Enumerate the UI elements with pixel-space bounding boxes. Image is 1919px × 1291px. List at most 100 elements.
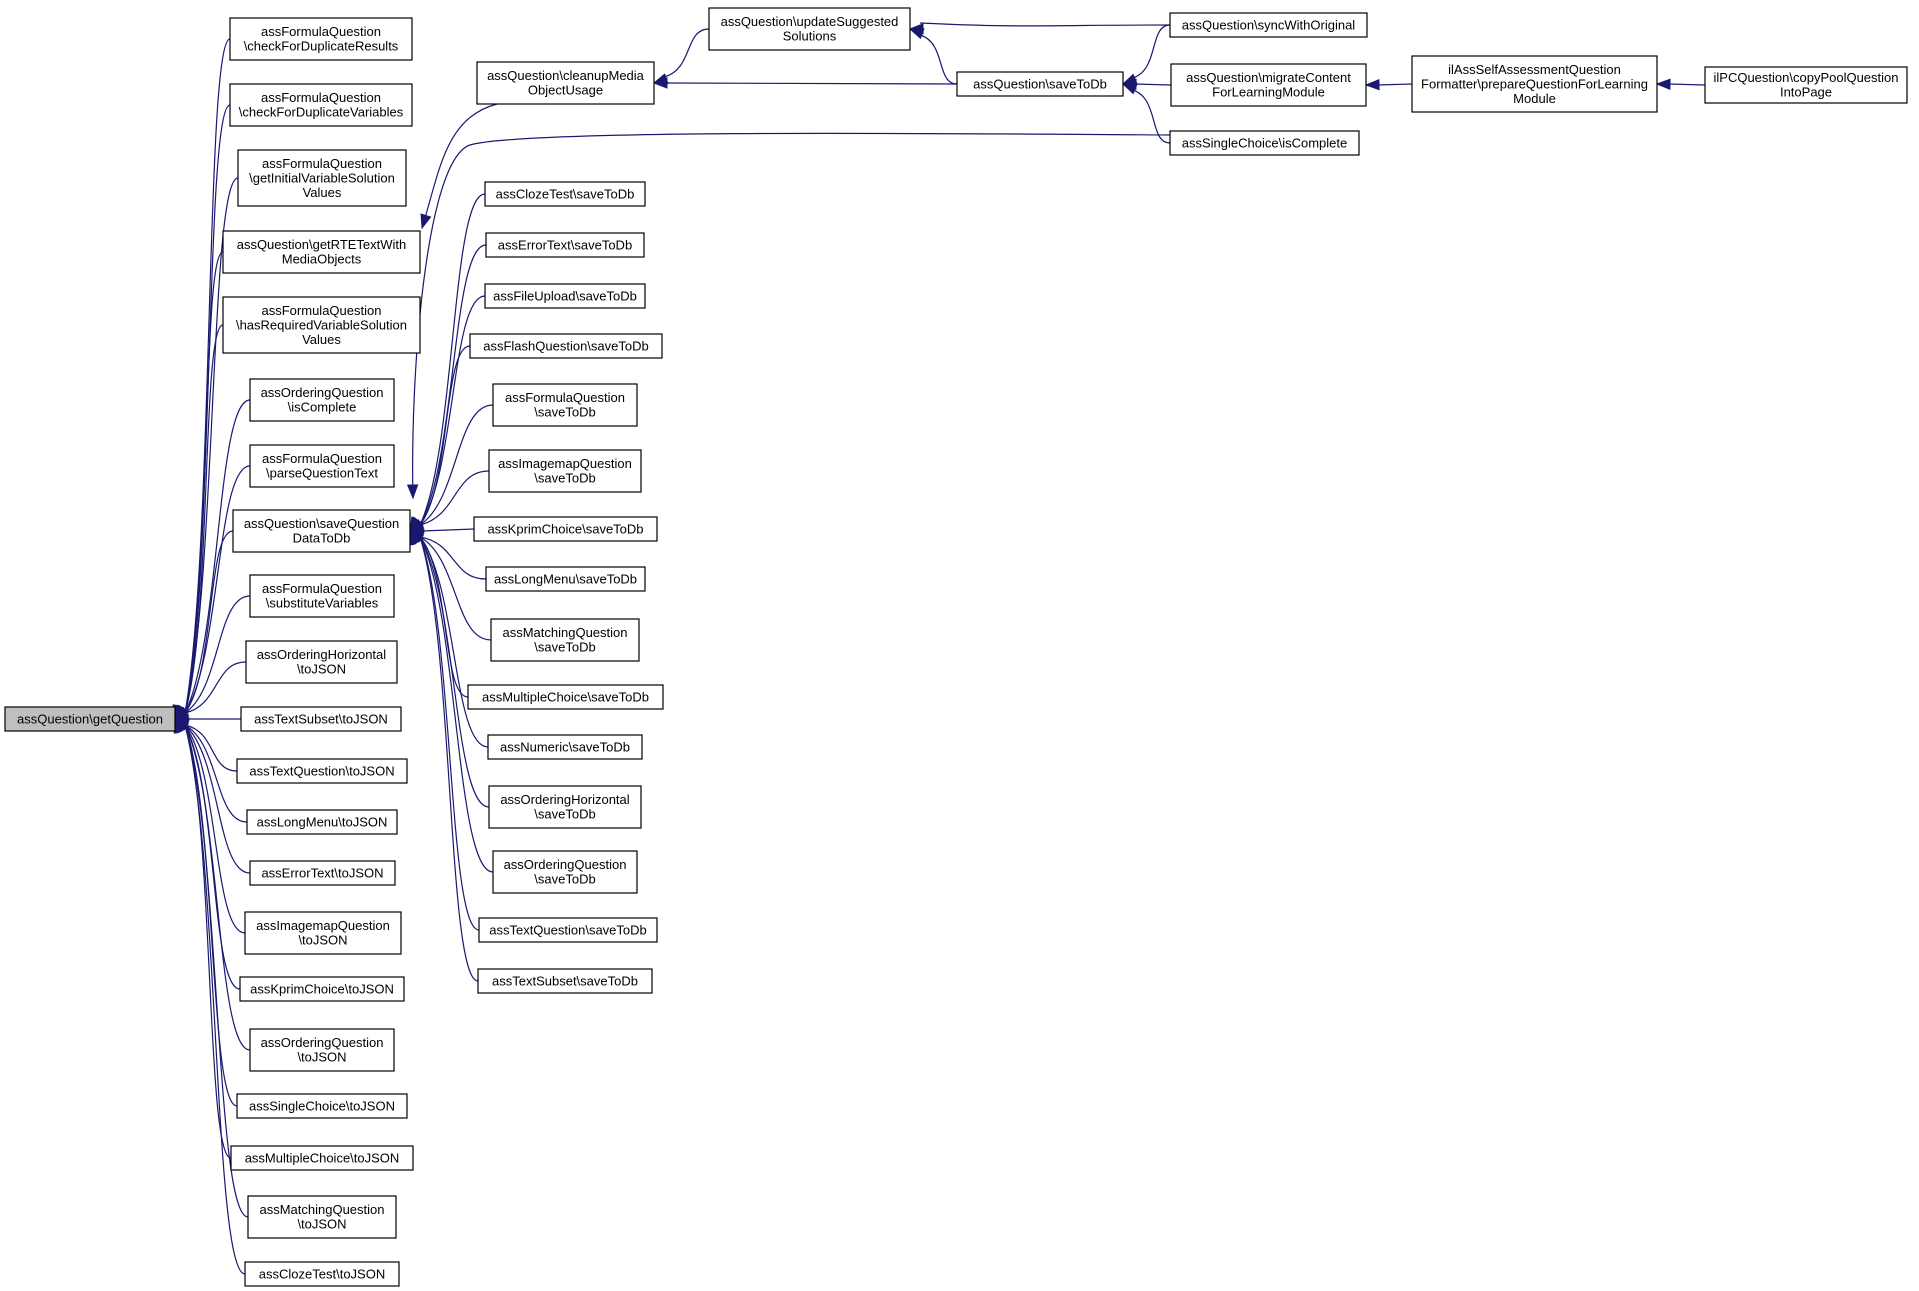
edge-sc_isComplete-to-q_saveToDb <box>1132 89 1171 144</box>
node-oq_isComplete[interactable]: assOrderingQuestion\isComplete <box>249 378 395 422</box>
edge-ts_save-to-q_saveQuestionData <box>419 536 479 982</box>
node-fq_checkDupVars[interactable]: assFormulaQuestion\checkForDuplicateVari… <box>229 83 413 127</box>
node-box <box>1169 130 1360 156</box>
node-q_migrate[interactable]: assQuestion\migrateContentForLearningMod… <box>1170 63 1367 107</box>
node-tq_toJSON[interactable]: assTextQuestion\toJSON <box>236 758 408 784</box>
node-fq_hasRequired[interactable]: assFormulaQuestion\hasRequiredVariableSo… <box>222 296 421 354</box>
node-oq_toJSON[interactable]: assOrderingQuestion\toJSON <box>249 1028 395 1072</box>
node-label: assMatchingQuestion <box>502 625 627 640</box>
node-im_save[interactable]: assImagemapQuestion\saveToDb <box>488 449 642 493</box>
node-box <box>230 1145 414 1171</box>
node-tq_save[interactable]: assTextQuestion\saveToDb <box>478 917 658 943</box>
edge-q_saveQuestionData-to-getQuestion <box>184 530 234 714</box>
edge-oq_save-to-q_saveQuestionData <box>419 536 494 873</box>
node-nu_save[interactable]: assNumeric\saveToDb <box>487 734 643 760</box>
node-getQuestion[interactable]: assQuestion\getQuestion <box>4 706 176 732</box>
node-label: assFormulaQuestion <box>261 90 381 105</box>
node-box <box>247 1195 397 1239</box>
node-box <box>1170 63 1367 107</box>
node-label: assFileUpload\saveToDb <box>493 288 637 303</box>
node-mq_toJSON[interactable]: assMatchingQuestion\toJSON <box>247 1195 397 1239</box>
edge-lm_toJSON-to-getQuestion <box>184 724 248 823</box>
node-fq_parse[interactable]: assFormulaQuestion\parseQuestionText <box>249 444 395 488</box>
edge-fq_parse-to-getQuestion <box>184 465 251 714</box>
node-mc_toJSON[interactable]: assMultipleChoice\toJSON <box>230 1145 414 1171</box>
nodes-layer: assQuestion\getQuestion assFormulaQuestio… <box>4 7 1908 1287</box>
node-lm_save[interactable]: assLongMenu\saveToDb <box>485 566 646 592</box>
node-sc_isComplete[interactable]: assSingleChoice\isComplete <box>1169 130 1360 156</box>
node-label: assSingleChoice\toJSON <box>249 1098 395 1113</box>
node-lm_toJSON[interactable]: assLongMenu\toJSON <box>246 809 398 835</box>
node-et_toJSON[interactable]: assErrorText\toJSON <box>249 860 396 886</box>
node-fq_getInitial[interactable]: assFormulaQuestion\getInitialVariableSol… <box>237 149 407 207</box>
node-fu_save[interactable]: assFileUpload\saveToDb <box>484 283 646 309</box>
node-label: Values <box>303 185 342 200</box>
node-q_saveToDb[interactable]: assQuestion\saveToDb <box>956 71 1124 97</box>
edge-et_save-to-q_saveQuestionData <box>419 244 487 526</box>
node-label: ForLearningModule <box>1212 85 1325 100</box>
node-box <box>222 230 421 274</box>
node-box <box>1411 55 1658 113</box>
node-q_sync[interactable]: assQuestion\syncWithOriginal <box>1169 12 1368 38</box>
node-kp_toJSON[interactable]: assKprimChoice\toJSON <box>239 976 405 1002</box>
node-kp_save[interactable]: assKprimChoice\saveToDb <box>473 516 658 542</box>
node-label: assQuestion\saveToDb <box>973 76 1107 91</box>
node-label: \saveToDb <box>534 640 595 655</box>
node-ts_save[interactable]: assTextSubset\saveToDb <box>477 968 653 994</box>
node-fq_checkDupResults[interactable]: assFormulaQuestion\checkForDuplicateResu… <box>229 17 413 61</box>
node-sc_toJSON[interactable]: assSingleChoice\toJSON <box>236 1093 408 1119</box>
node-label: \toJSON <box>298 933 347 948</box>
edge-im_toJSON-to-getQuestion <box>184 724 246 934</box>
edge-et_toJSON-to-getQuestion <box>184 724 251 874</box>
edge-q_updateSuggested-to-q_cleanupMedia <box>663 28 710 78</box>
node-ct_toJSON[interactable]: assClozeTest\toJSON <box>244 1261 400 1287</box>
node-label: Solutions <box>783 29 837 44</box>
node-mq_save[interactable]: assMatchingQuestion\saveToDb <box>490 618 640 662</box>
node-box <box>244 911 402 955</box>
node-mc_save[interactable]: assMultipleChoice\saveToDb <box>467 684 664 710</box>
node-box <box>488 449 642 493</box>
node-oh_save[interactable]: assOrderingHorizontal\saveToDb <box>488 785 642 829</box>
edge-sa_prepare-to-q_migrate <box>1377 83 1413 86</box>
edge-ct_toJSON-to-getQuestion <box>184 724 246 1275</box>
node-label: \getInitialVariableSolution <box>249 170 395 185</box>
node-label: assTextSubset\saveToDb <box>492 973 638 988</box>
node-ct_save[interactable]: assClozeTest\saveToDb <box>484 181 646 207</box>
node-box <box>485 566 646 592</box>
edge-oh_toJSON-to-getQuestion <box>184 661 247 714</box>
node-fq_substitute[interactable]: assFormulaQuestion\substituteVariables <box>249 574 395 618</box>
node-label: ObjectUsage <box>528 83 603 98</box>
node-label: MediaObjects <box>282 252 362 267</box>
node-label: assTextQuestion\toJSON <box>249 763 394 778</box>
node-et_save[interactable]: assErrorText\saveToDb <box>485 232 645 258</box>
node-label: \parseQuestionText <box>266 466 378 481</box>
node-im_toJSON[interactable]: assImagemapQuestion\toJSON <box>244 911 402 955</box>
node-label: \saveToDb <box>534 807 595 822</box>
node-box <box>249 444 395 488</box>
node-label: assSingleChoice\isComplete <box>1182 135 1347 150</box>
node-fl_save[interactable]: assFlashQuestion\saveToDb <box>469 333 663 359</box>
edge-tq_toJSON-to-getQuestion <box>184 724 238 772</box>
node-fq_save[interactable]: assFormulaQuestion\saveToDb <box>492 383 638 427</box>
node-label: assTextSubset\toJSON <box>254 711 388 726</box>
node-label: assQuestion\syncWithOriginal <box>1182 17 1356 32</box>
node-label: assErrorText\saveToDb <box>498 237 632 252</box>
edge-fq_save-to-q_saveQuestionData <box>419 404 494 526</box>
node-box <box>487 734 643 760</box>
node-sa_prepare[interactable]: ilAssSelfAssessmentQuestionFormatter\pre… <box>1411 55 1658 113</box>
node-label: \saveToDb <box>534 872 595 887</box>
node-label: assMatchingQuestion <box>259 1202 384 1217</box>
edge-pc_copy-to-sa_prepare <box>1668 83 1706 86</box>
edges-layer <box>172 22 1706 1275</box>
node-ts_toJSON[interactable]: assTextSubset\toJSON <box>240 706 402 732</box>
node-label: \toJSON <box>297 662 346 677</box>
node-oq_save[interactable]: assOrderingQuestion\saveToDb <box>492 850 638 894</box>
node-label: assErrorText\toJSON <box>261 865 383 880</box>
node-oh_toJSON[interactable]: assOrderingHorizontal\toJSON <box>245 640 398 684</box>
